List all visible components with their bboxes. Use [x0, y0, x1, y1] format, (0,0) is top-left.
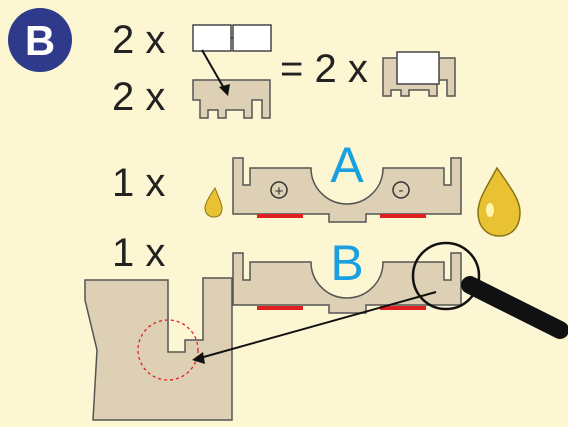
step-badge-label: B — [25, 17, 55, 64]
step-badge: B — [8, 8, 72, 72]
part-b-label: B — [330, 235, 363, 291]
tan-bracket-piece — [192, 79, 271, 119]
arrow-icon — [201, 49, 230, 96]
battery-holder-part-a: + - — [232, 157, 462, 223]
part-b-quantity: 1 x — [112, 231, 165, 275]
row1-quantity: 2 x — [112, 18, 165, 62]
white-block-pair — [192, 24, 272, 52]
result-quantity: = 2 x — [280, 47, 368, 91]
magnifier-icon — [411, 241, 568, 339]
part-a-quantity: 1 x — [112, 161, 165, 205]
pointer-arrow-icon — [192, 291, 437, 364]
glue-drop-icon — [477, 166, 521, 237]
enlarged-detail — [84, 277, 233, 421]
minus-symbol: - — [399, 182, 404, 199]
plus-symbol: + — [275, 183, 284, 200]
part-a-label: A — [330, 137, 364, 193]
small-glue-drop-icon — [204, 186, 223, 218]
assembled-piece — [382, 51, 456, 97]
row2-quantity: 2 x — [112, 75, 165, 119]
battery-holder-part-b — [232, 252, 462, 314]
